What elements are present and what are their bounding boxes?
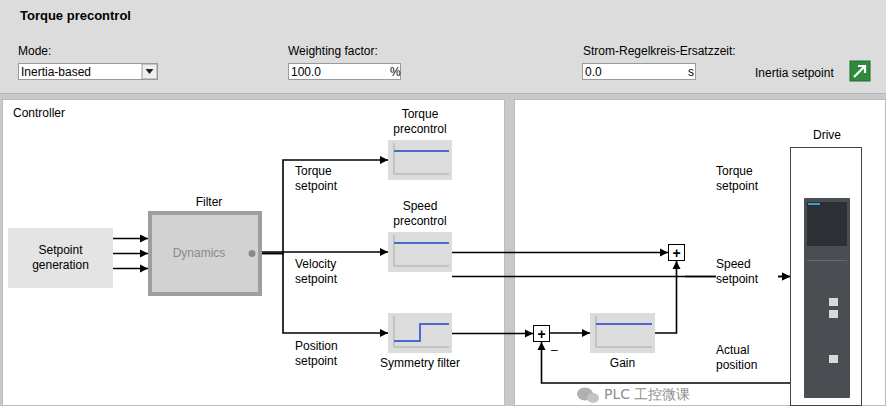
- gain-box: Gain: [590, 313, 655, 353]
- arrowhead: [140, 235, 148, 243]
- signal-label: Speed setpoint: [716, 257, 778, 287]
- node-heading: Drive: [787, 128, 867, 143]
- node-graphic: [590, 313, 655, 353]
- signal-arrow: [452, 249, 668, 257]
- field-label: Inertia setpoint: [755, 66, 834, 81]
- filter-box: FilterDynamics: [148, 211, 262, 296]
- arrowhead: [380, 156, 388, 164]
- arrowhead: [525, 330, 533, 338]
- plot-curve: [394, 242, 449, 244]
- node-graphic: [791, 148, 863, 406]
- plot-curve: [596, 323, 652, 325]
- goto-icon: [850, 61, 870, 81]
- precontrol-box: Speed precontrol: [388, 232, 452, 272]
- signal-arrow: [550, 329, 590, 337]
- drive-port: [829, 310, 838, 318]
- signal-arrow: [262, 254, 388, 338]
- node-graphic: [388, 313, 452, 353]
- connector-line: [262, 160, 388, 254]
- signal-arrow: [655, 261, 681, 333]
- arrowhead: [582, 329, 590, 337]
- precontrol-box: Torque precontrol: [388, 140, 452, 180]
- arrowhead: [673, 261, 681, 269]
- node-graphic: [388, 140, 452, 180]
- drive-port: [829, 298, 838, 306]
- connector-line: [452, 333, 533, 335]
- arrowhead: [140, 250, 148, 258]
- setpoint-box: Setpoint generation: [8, 228, 113, 288]
- field-label: Mode:: [18, 44, 51, 59]
- connector-line: [262, 251, 388, 253]
- field-label: s: [688, 65, 694, 80]
- node-text: Setpoint generation: [8, 228, 113, 288]
- signal-label: Torque setpoint: [295, 164, 357, 194]
- node-heading: Filter: [169, 195, 249, 210]
- signal-arrow: [452, 330, 533, 338]
- watermark-icon: [577, 388, 599, 404]
- field-label: Strom-Regelkreis-Ersatzzeit:: [583, 44, 736, 59]
- plot-axes: [394, 235, 449, 266]
- signal-arrow: [113, 235, 148, 273]
- plot-curve: [394, 150, 449, 152]
- signal-arrow: [538, 342, 791, 383]
- signal-arrow: [262, 156, 388, 254]
- connector-line: [262, 254, 388, 334]
- field-label: %: [390, 65, 401, 80]
- sum-sign: +: [534, 326, 549, 341]
- drive-seam: [807, 260, 847, 261]
- output-dot: [249, 250, 256, 257]
- sum-junction: +: [668, 244, 685, 261]
- drive-display: [807, 202, 847, 246]
- connector-line: [452, 252, 668, 254]
- arrowhead: [140, 265, 148, 273]
- arrowhead: [380, 329, 388, 337]
- plot-axes: [596, 316, 652, 347]
- dropdown-button: [142, 64, 157, 79]
- arrowhead: [660, 249, 668, 257]
- field-label: Weighting factor:: [288, 44, 378, 59]
- drive-box: Drive: [790, 147, 862, 406]
- node-heading: Symmetry filter: [380, 356, 460, 371]
- drive-port: [829, 355, 838, 363]
- panel-title: Torque precontrol: [20, 8, 131, 24]
- node-heading: Speed precontrol: [380, 199, 460, 229]
- symmetry-filter-box: Symmetry filter: [388, 313, 452, 353]
- plot-axes: [394, 316, 449, 347]
- field-label: Controller: [13, 106, 65, 121]
- connector-line: [542, 342, 791, 383]
- signal-label: Position setpoint: [295, 339, 357, 369]
- drive-led: [808, 203, 820, 205]
- plot-curve: [394, 324, 449, 341]
- signal-label: Actual position: [716, 343, 778, 373]
- sum-sign: +: [669, 245, 684, 260]
- arrowhead: [538, 342, 546, 350]
- connector-line: [655, 261, 677, 333]
- signal-label: Torque setpoint: [716, 164, 778, 194]
- node-text: Dynamics: [152, 215, 258, 292]
- arrowhead: [380, 248, 388, 256]
- node-heading: Gain: [583, 356, 663, 371]
- arrowhead: [782, 273, 790, 281]
- signal-arrow: [262, 248, 388, 256]
- node-heading: Torque precontrol: [380, 107, 460, 137]
- watermark: PLC 工控微课: [604, 386, 690, 404]
- signal-label: Velocity setpoint: [295, 257, 357, 287]
- arrowhead: [782, 273, 790, 281]
- field-label: Inertia-based: [21, 65, 91, 80]
- sum-junction: +: [533, 325, 550, 342]
- drive-body: [804, 198, 850, 398]
- field-label: –: [551, 343, 558, 358]
- field-label: 100.0: [291, 65, 321, 80]
- field-label: 0.0: [585, 65, 602, 80]
- plot-axes: [394, 143, 449, 174]
- node-graphic: [388, 232, 452, 272]
